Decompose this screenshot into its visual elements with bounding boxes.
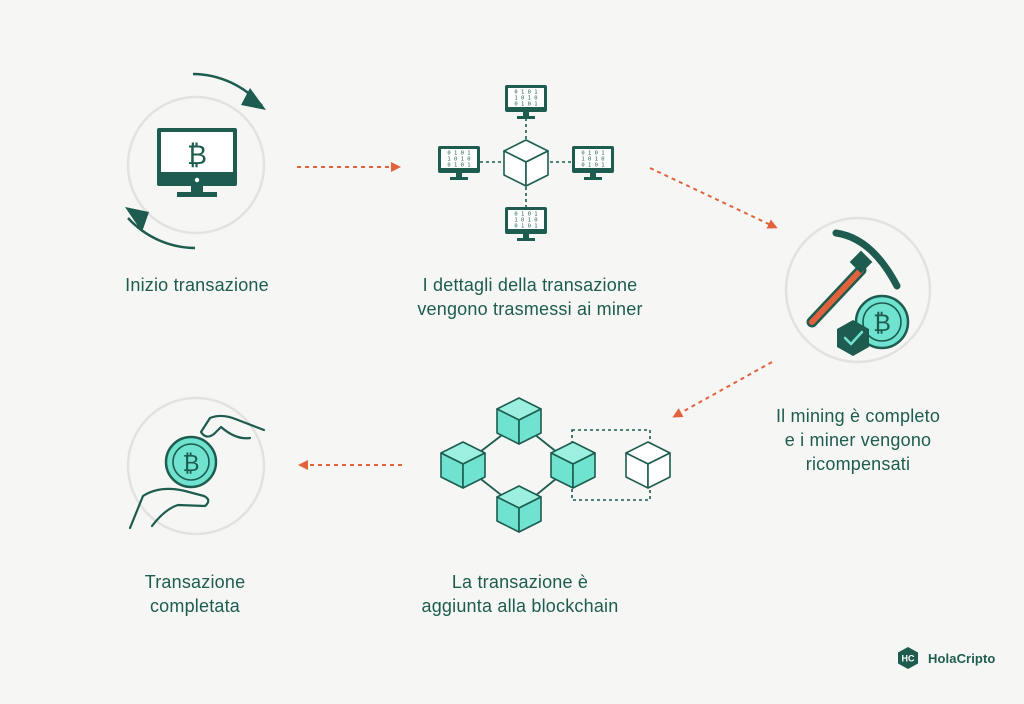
svg-text:1 0 1 0: 1 0 1 0	[581, 157, 604, 163]
pickaxe-head	[832, 229, 901, 290]
giving-hand	[199, 414, 266, 440]
svg-text:1 0 1 0: 1 0 1 0	[514, 96, 537, 102]
verified-badge-icon	[837, 320, 869, 356]
step-label-mining: Il mining è completo e i miner vengono r…	[775, 406, 941, 474]
svg-text:0 1 0 1: 0 1 0 1	[447, 151, 470, 157]
svg-text:0 1 0 1: 0 1 0 1	[581, 163, 604, 169]
step-label-start: Inizio transazione	[125, 275, 269, 295]
computer-bitcoin-icon: ₿	[125, 72, 266, 250]
arrow-mining-to-blockchain	[672, 361, 773, 418]
cycle-arrow-bottom	[127, 217, 196, 250]
new-block	[625, 441, 671, 489]
bitcoin-symbol: ₿	[182, 451, 199, 477]
svg-text:0 1 0 1: 0 1 0 1	[514, 102, 537, 108]
svg-text:0 1 0 1: 0 1 0 1	[514, 212, 537, 218]
network-miners-icon: 0 1 0 1 1 0 1 0 0 1 0 1 0 1 0 1 1 0 1 0 …	[438, 85, 614, 241]
miner-computer-right: 0 1 0 1 1 0 1 0 0 1 0 1	[572, 146, 614, 180]
miner-computer-top: 0 1 0 1 1 0 1 0 0 1 0 1	[505, 85, 547, 119]
hands-coin-icon: ₿	[126, 396, 266, 536]
miner-computer-left: 0 1 0 1 1 0 1 0 0 1 0 1	[438, 146, 480, 180]
svg-text:0 1 0 1: 0 1 0 1	[447, 163, 470, 169]
receiving-hand	[128, 487, 210, 530]
block-right	[550, 441, 596, 489]
bitcoin-symbol: ₿	[187, 140, 207, 171]
block-left	[440, 441, 486, 489]
blockchain-blocks-icon	[440, 397, 671, 533]
pickaxe-bitcoin-icon: ₿	[784, 216, 932, 364]
svg-text:1 0 1 0: 1 0 1 0	[514, 218, 537, 224]
svg-text:1 0 1 0: 1 0 1 0	[447, 157, 470, 163]
svg-text:0 1 0 1: 0 1 0 1	[514, 224, 537, 230]
holacripto-logo-icon: HC	[898, 647, 918, 669]
miner-computer-bottom: 0 1 0 1 1 0 1 0 0 1 0 1	[505, 207, 547, 241]
brand-name: HolaCripto	[928, 650, 996, 666]
brand-logo[interactable]: HC HolaCripto	[896, 646, 995, 670]
bitcoin-symbol: ₿	[873, 309, 891, 337]
svg-text:0 1 0 1: 0 1 0 1	[581, 151, 604, 157]
flow-arrows	[297, 162, 778, 470]
step-label-broadcast: I dettagli della transazione vengono tra…	[417, 275, 643, 319]
svg-text:0 1 0 1: 0 1 0 1	[514, 90, 537, 96]
step-label-blockchain: La transazione è aggiunta alla blockchai…	[421, 572, 619, 616]
arrow-broadcast-to-mining	[649, 167, 778, 229]
step-label-done: Transazione completata	[144, 572, 246, 616]
block-top	[496, 397, 542, 445]
svg-text:HC: HC	[902, 654, 915, 664]
block-bottom	[496, 485, 542, 533]
